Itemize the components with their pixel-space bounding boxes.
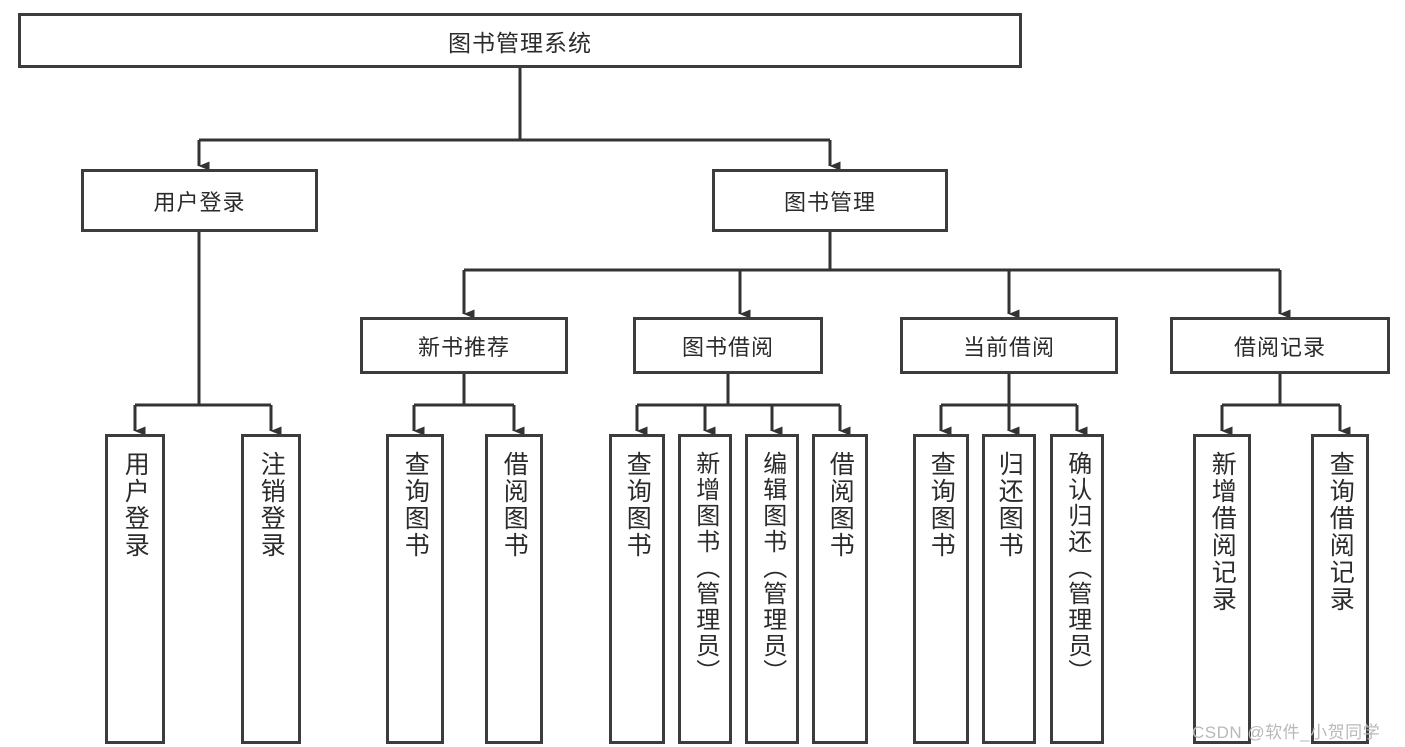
leaf-label: 新增借阅记录 xyxy=(1208,451,1237,613)
leaf-current-borrow-query[interactable]: 查询图书 xyxy=(913,434,969,744)
leaf-label: 借阅图书 xyxy=(500,451,529,559)
leaf-label: 查询图书 xyxy=(927,451,956,559)
leaf-label: 借阅图书 xyxy=(826,451,855,559)
leaf-label: 编辑图书（管理员） xyxy=(758,451,786,685)
leaf-label: 确认归还（管理员） xyxy=(1063,451,1091,685)
leaf-book-borrow-add[interactable]: 新增图书（管理员） xyxy=(678,434,732,744)
node-current-borrow-label: 当前借阅 xyxy=(962,334,1055,360)
node-book-management[interactable]: 图书管理 xyxy=(712,169,948,232)
leaf-new-book-borrow[interactable]: 借阅图书 xyxy=(485,434,543,744)
leaf-label: 查询图书 xyxy=(623,451,652,559)
node-user-login[interactable]: 用户登录 xyxy=(81,169,318,232)
leaf-label: 用户登录 xyxy=(121,451,150,559)
node-current-borrow[interactable]: 当前借阅 xyxy=(900,317,1118,374)
node-user-login-label: 用户登录 xyxy=(153,189,246,215)
leaf-current-borrow-confirm-return[interactable]: 确认归还（管理员） xyxy=(1050,434,1104,744)
leaf-label: 新增图书（管理员） xyxy=(691,451,719,685)
leaf-current-borrow-return[interactable]: 归还图书 xyxy=(982,434,1036,744)
leaf-book-borrow-edit[interactable]: 编辑图书（管理员） xyxy=(745,434,799,744)
leaf-label: 注销登录 xyxy=(257,451,286,559)
leaf-borrow-record-add[interactable]: 新增借阅记录 xyxy=(1193,434,1251,744)
leaf-label: 查询借阅记录 xyxy=(1326,451,1355,613)
node-root-label: 图书管理系统 xyxy=(448,29,592,56)
node-book-borrow-label: 图书借阅 xyxy=(681,334,774,360)
node-new-book-recommend[interactable]: 新书推荐 xyxy=(360,317,568,374)
node-book-borrow[interactable]: 图书借阅 xyxy=(633,317,823,374)
node-root[interactable]: 图书管理系统 xyxy=(18,13,1022,68)
leaf-book-borrow-borrow[interactable]: 借阅图书 xyxy=(812,434,868,744)
leaf-user-login-login[interactable]: 用户登录 xyxy=(105,434,165,744)
node-new-book-recommend-label: 新书推荐 xyxy=(417,334,510,360)
leaf-label: 查询图书 xyxy=(401,451,430,559)
leaf-new-book-query[interactable]: 查询图书 xyxy=(386,434,444,744)
leaf-book-borrow-query[interactable]: 查询图书 xyxy=(609,434,665,744)
csdn-watermark: CSDN @软件_小贺同学 xyxy=(1192,723,1381,742)
leaf-label: 归还图书 xyxy=(995,451,1024,559)
leaf-borrow-record-query[interactable]: 查询借阅记录 xyxy=(1311,434,1369,744)
node-book-management-label: 图书管理 xyxy=(783,189,876,215)
node-borrow-record-label: 借阅记录 xyxy=(1233,334,1326,360)
leaf-user-login-logout[interactable]: 注销登录 xyxy=(241,434,301,744)
node-borrow-record[interactable]: 借阅记录 xyxy=(1170,317,1390,374)
